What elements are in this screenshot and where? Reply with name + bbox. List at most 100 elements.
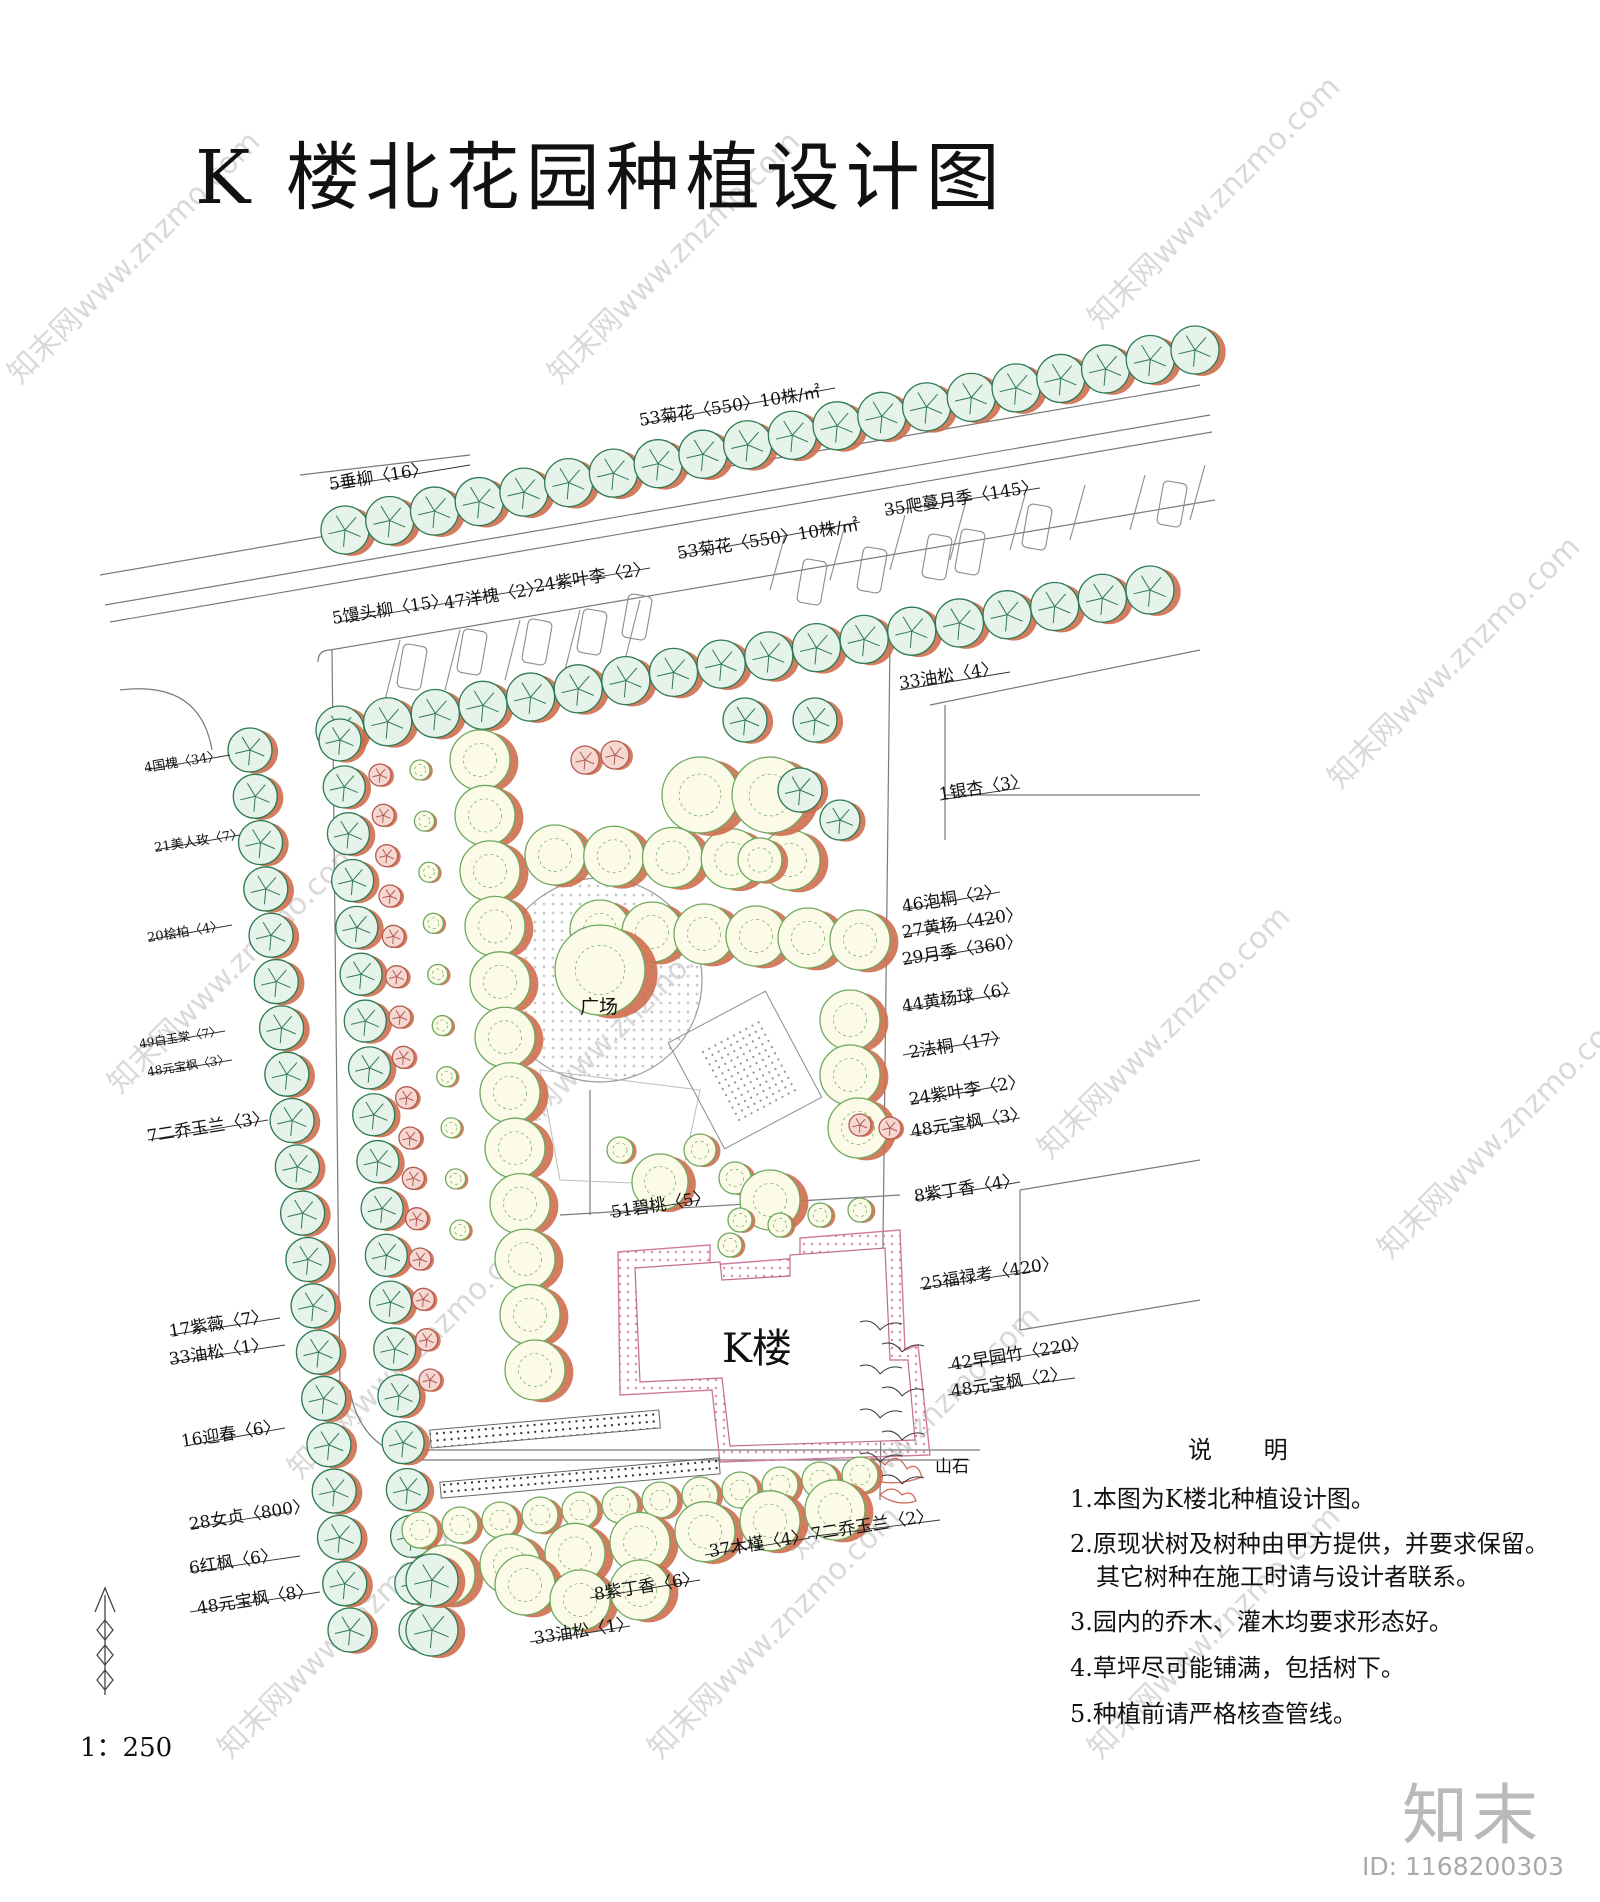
plant-label: 1银杏〈3〉: [938, 771, 1030, 805]
tree-symbol: [570, 745, 603, 776]
note-item: 1.本图为K楼北种植设计图。: [1070, 1485, 1375, 1513]
tree-symbol: [1125, 334, 1181, 386]
tree-symbol: [641, 1481, 684, 1520]
plant-label: 24紫叶李〈2〉: [533, 559, 652, 597]
tree-symbol: [696, 639, 752, 691]
tree-symbol: [388, 1005, 415, 1029]
tree-symbol: [673, 903, 743, 967]
tree-symbol: [641, 826, 711, 890]
tree-symbol: [494, 1228, 564, 1292]
tree-symbol: [464, 895, 534, 959]
watermark-diagonal-text: 知末网www.znzmo.com: [1031, 899, 1297, 1165]
tree-symbol: [327, 1607, 379, 1654]
tree-symbol: [385, 965, 411, 989]
tree-symbol: [777, 907, 847, 971]
tree-symbol: [401, 1511, 444, 1550]
tree-symbol: [408, 1247, 435, 1271]
tree-symbol: [391, 1045, 418, 1070]
tree-symbol: [819, 1044, 889, 1108]
tree-symbol: [339, 952, 388, 997]
note-item: 4.草坪尽可能铺满，包括树下。: [1070, 1654, 1405, 1682]
tree-symbol: [847, 1197, 876, 1223]
tree-symbol: [588, 448, 645, 500]
tree-symbol: [454, 784, 524, 848]
tree-symbol: [544, 457, 600, 509]
tree-symbol: [481, 1501, 524, 1540]
tree-symbol: [887, 606, 943, 658]
tree-symbol: [368, 1280, 418, 1325]
note-item: 其它树种在施工时请与设计者联系。: [1096, 1563, 1480, 1591]
tree-symbol: [381, 1420, 431, 1466]
tree-symbol: [335, 905, 384, 951]
tree-symbol: [301, 1375, 352, 1423]
plant-label: 8紫丁香〈4〉: [913, 1171, 1021, 1207]
tree-symbol: [409, 759, 433, 781]
tree-symbol: [829, 909, 899, 973]
tree-symbol: [804, 1479, 874, 1543]
tree-symbol: [494, 1554, 564, 1618]
tree-symbol: [633, 439, 689, 490]
leader-lines: [139, 387, 1076, 1643]
tree-symbol: [739, 1490, 809, 1554]
tree-symbol: [411, 1287, 438, 1312]
scale-label: 1：250: [80, 1733, 173, 1763]
tree-symbol: [812, 401, 868, 452]
tree-symbol: [792, 697, 844, 744]
tree-symbol: [807, 1202, 836, 1228]
tree-symbol: [521, 1496, 564, 1535]
tree-symbol: [316, 1514, 368, 1562]
watermark-diagonal-text: 知末网www.znzmo.com: [1321, 529, 1587, 795]
tree-symbol: [767, 1212, 796, 1238]
tree-symbol: [505, 672, 562, 723]
tree-symbol: [311, 1468, 363, 1515]
tree-symbol: [819, 799, 866, 842]
tree-symbol: [232, 773, 284, 821]
tree-symbol: [227, 727, 279, 774]
tree-symbol: [322, 765, 372, 810]
plant-label: 16迎春〈6〉: [180, 1416, 282, 1451]
plant-label: 2法桐〈17〉: [908, 1027, 1010, 1062]
tree-symbol: [343, 999, 393, 1044]
tree-symbol: [427, 963, 451, 986]
tree-symbol: [717, 1232, 746, 1258]
tree-symbol: [326, 812, 376, 857]
tree-symbol: [436, 1066, 460, 1088]
tree-symbol: [440, 1117, 464, 1139]
tree-symbol: [601, 655, 657, 707]
tree-symbol: [449, 729, 519, 793]
tree-symbol: [405, 1603, 466, 1659]
bamboo-icon: [859, 1320, 925, 1485]
tree-symbol: [648, 647, 705, 699]
tree-symbol: [356, 1139, 405, 1185]
tree-symbol: [248, 912, 300, 960]
plant-label: 5馒头柳〈15〉: [331, 591, 450, 629]
plaza-label: 广场: [580, 996, 618, 1018]
tree-symbol: [606, 1136, 637, 1165]
tree-symbol: [431, 1014, 456, 1037]
tree-symbol: [243, 866, 294, 913]
tree-symbol: [727, 1207, 756, 1233]
tree-symbol: [295, 1329, 347, 1376]
tree-symbol: [279, 1190, 331, 1237]
note-item: 2.原现状树及树种由甲方提供，并要求保留。: [1070, 1530, 1549, 1558]
watermark-diagonal-text: 知末网www.znzmo.com: [1371, 999, 1600, 1265]
tree-symbol: [583, 825, 653, 889]
tree-symbol: [368, 763, 395, 787]
tree-symbol: [549, 1569, 619, 1633]
tree-symbol: [561, 1491, 604, 1530]
tree-symbol: [264, 1051, 316, 1098]
plant-label: 35爬蔓月季〈145〉: [883, 477, 1040, 521]
k-building: K楼: [617, 1229, 931, 1463]
plant-label: 6红枫〈6〉: [188, 1545, 280, 1579]
tree-symbol: [306, 1422, 358, 1469]
tree-symbol: [274, 1144, 326, 1191]
tree-symbol: [409, 486, 466, 537]
tree-symbol: [365, 495, 421, 547]
plant-label: 28女贞〈800〉: [188, 1496, 312, 1535]
tree-symbol: [285, 1236, 337, 1284]
plant-label: 47洋槐〈2〉: [443, 578, 545, 613]
rock-label: 山石: [935, 1457, 969, 1477]
plant-label: 48元宝枫〈8〉: [196, 1581, 315, 1619]
tree-symbol: [318, 718, 367, 763]
